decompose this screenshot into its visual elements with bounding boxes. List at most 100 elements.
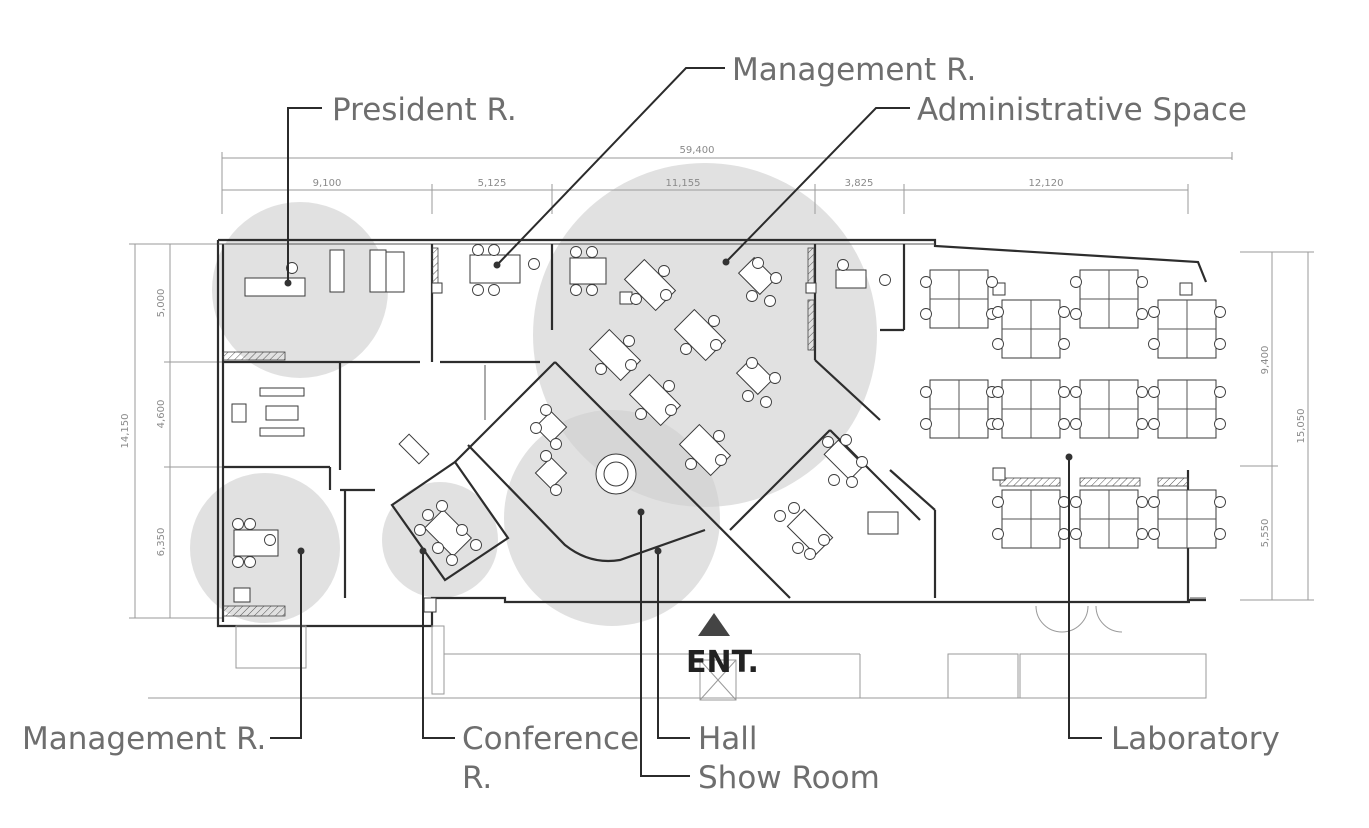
chair-icon: [488, 284, 500, 296]
chair-icon: [472, 244, 484, 256]
chair-icon: [1136, 276, 1148, 288]
chair-icon: [992, 306, 1004, 318]
chair-icon: [920, 276, 932, 288]
chair-icon: [879, 274, 891, 286]
display-plinth-icon: [603, 461, 629, 487]
chair-icon: [550, 484, 562, 496]
chair-icon: [774, 510, 786, 522]
leader-president: [287, 107, 322, 283]
chair-icon: [840, 434, 852, 446]
chair-icon: [1136, 496, 1148, 508]
chair-icon: [770, 272, 782, 284]
chair-icon: [1058, 528, 1070, 540]
room-labels: Management R. President R. Administrativ…: [22, 52, 1280, 796]
chair-icon: [752, 257, 764, 269]
chair-icon: [1148, 338, 1160, 350]
chair-icon: [708, 315, 720, 327]
chair-icon: [1070, 528, 1082, 540]
chair-icon: [286, 262, 298, 274]
chair-icon: [550, 438, 562, 450]
dim-overall: 59,400: [680, 145, 715, 156]
chair-icon: [1214, 418, 1226, 430]
table-icon: [867, 511, 899, 535]
chair-icon: [623, 335, 635, 347]
chair-icon: [1148, 418, 1160, 430]
dim-left-1: 5,000: [156, 289, 167, 318]
table-icon: [735, 356, 775, 396]
table-icon: [835, 269, 867, 289]
chair-icon: [986, 276, 998, 288]
chair-icon: [570, 284, 582, 296]
chair-icon: [837, 259, 849, 271]
chair-icon: [1070, 418, 1082, 430]
table-icon: [569, 257, 607, 285]
chair-icon: [1070, 308, 1082, 320]
chair-icon: [244, 518, 256, 530]
label-president: President R.: [332, 92, 517, 128]
chair-icon: [992, 338, 1004, 350]
chair-icon: [528, 258, 540, 270]
table-icon: [259, 427, 305, 437]
chair-icon: [769, 372, 781, 384]
table-icon: [259, 387, 305, 397]
chair-icon: [1148, 306, 1160, 318]
label-management-top: Management R.: [732, 52, 976, 88]
label-conference-line2: R.: [462, 760, 492, 796]
leader-laboratory: [1068, 457, 1102, 739]
chair-icon: [625, 359, 637, 371]
chair-icon: [764, 295, 776, 307]
label-administrative: Administrative Space: [917, 92, 1247, 128]
table-icon: [534, 456, 568, 490]
table-icon: [244, 277, 306, 297]
chair-icon: [665, 404, 677, 416]
chair-icon: [586, 284, 598, 296]
furniture: [231, 244, 1226, 603]
chair-icon: [746, 357, 758, 369]
leader-management-bottom: [270, 551, 302, 739]
chair-icon: [540, 450, 552, 462]
chair-icon: [788, 502, 800, 514]
chair-icon: [920, 418, 932, 430]
dim-right-outer: 15,050: [1296, 409, 1307, 444]
chair-icon: [856, 456, 868, 468]
table-icon: [469, 254, 521, 284]
chair-icon: [1058, 306, 1070, 318]
chair-icon: [432, 542, 444, 554]
chair-icon: [822, 436, 834, 448]
chair-icon: [792, 542, 804, 554]
dim-segment-4: 3,825: [845, 178, 874, 189]
chair-icon: [232, 518, 244, 530]
dimension-lines: 59,400 9,100 5,125 11,155 3,825 12,120 1…: [120, 145, 1314, 619]
chair-icon: [1214, 528, 1226, 540]
entrance-marker: ENT.: [686, 613, 759, 680]
chair-icon: [1214, 306, 1226, 318]
table-icon: [385, 251, 405, 293]
chair-icon: [658, 265, 670, 277]
site-lines: [148, 605, 1207, 701]
hatched-elements: [222, 247, 1193, 617]
chair-icon: [488, 244, 500, 256]
dim-segment-1: 9,100: [313, 178, 342, 189]
chair-icon: [1058, 496, 1070, 508]
chair-icon: [530, 422, 542, 434]
label-conference-line1: Conference: [462, 721, 639, 757]
chair-icon: [1070, 496, 1082, 508]
chair-icon: [818, 534, 830, 546]
chair-icon: [630, 293, 642, 305]
dim-left-2: 4,600: [156, 400, 167, 429]
chair-icon: [660, 289, 672, 301]
table-icon: [369, 249, 387, 293]
chair-icon: [472, 284, 484, 296]
table-icon: [534, 410, 568, 444]
chair-icon: [470, 539, 482, 551]
label-show-room: Show Room: [698, 760, 880, 796]
table-icon: [233, 587, 251, 603]
chair-icon: [570, 246, 582, 258]
dim-right-1: 9,400: [1260, 346, 1271, 375]
label-laboratory: Laboratory: [1111, 721, 1280, 757]
chair-icon: [1148, 496, 1160, 508]
entrance-arrow-icon: [698, 613, 730, 636]
chair-icon: [1070, 276, 1082, 288]
leader-administrative: [725, 107, 910, 263]
dim-left-outer: 14,150: [120, 414, 131, 449]
